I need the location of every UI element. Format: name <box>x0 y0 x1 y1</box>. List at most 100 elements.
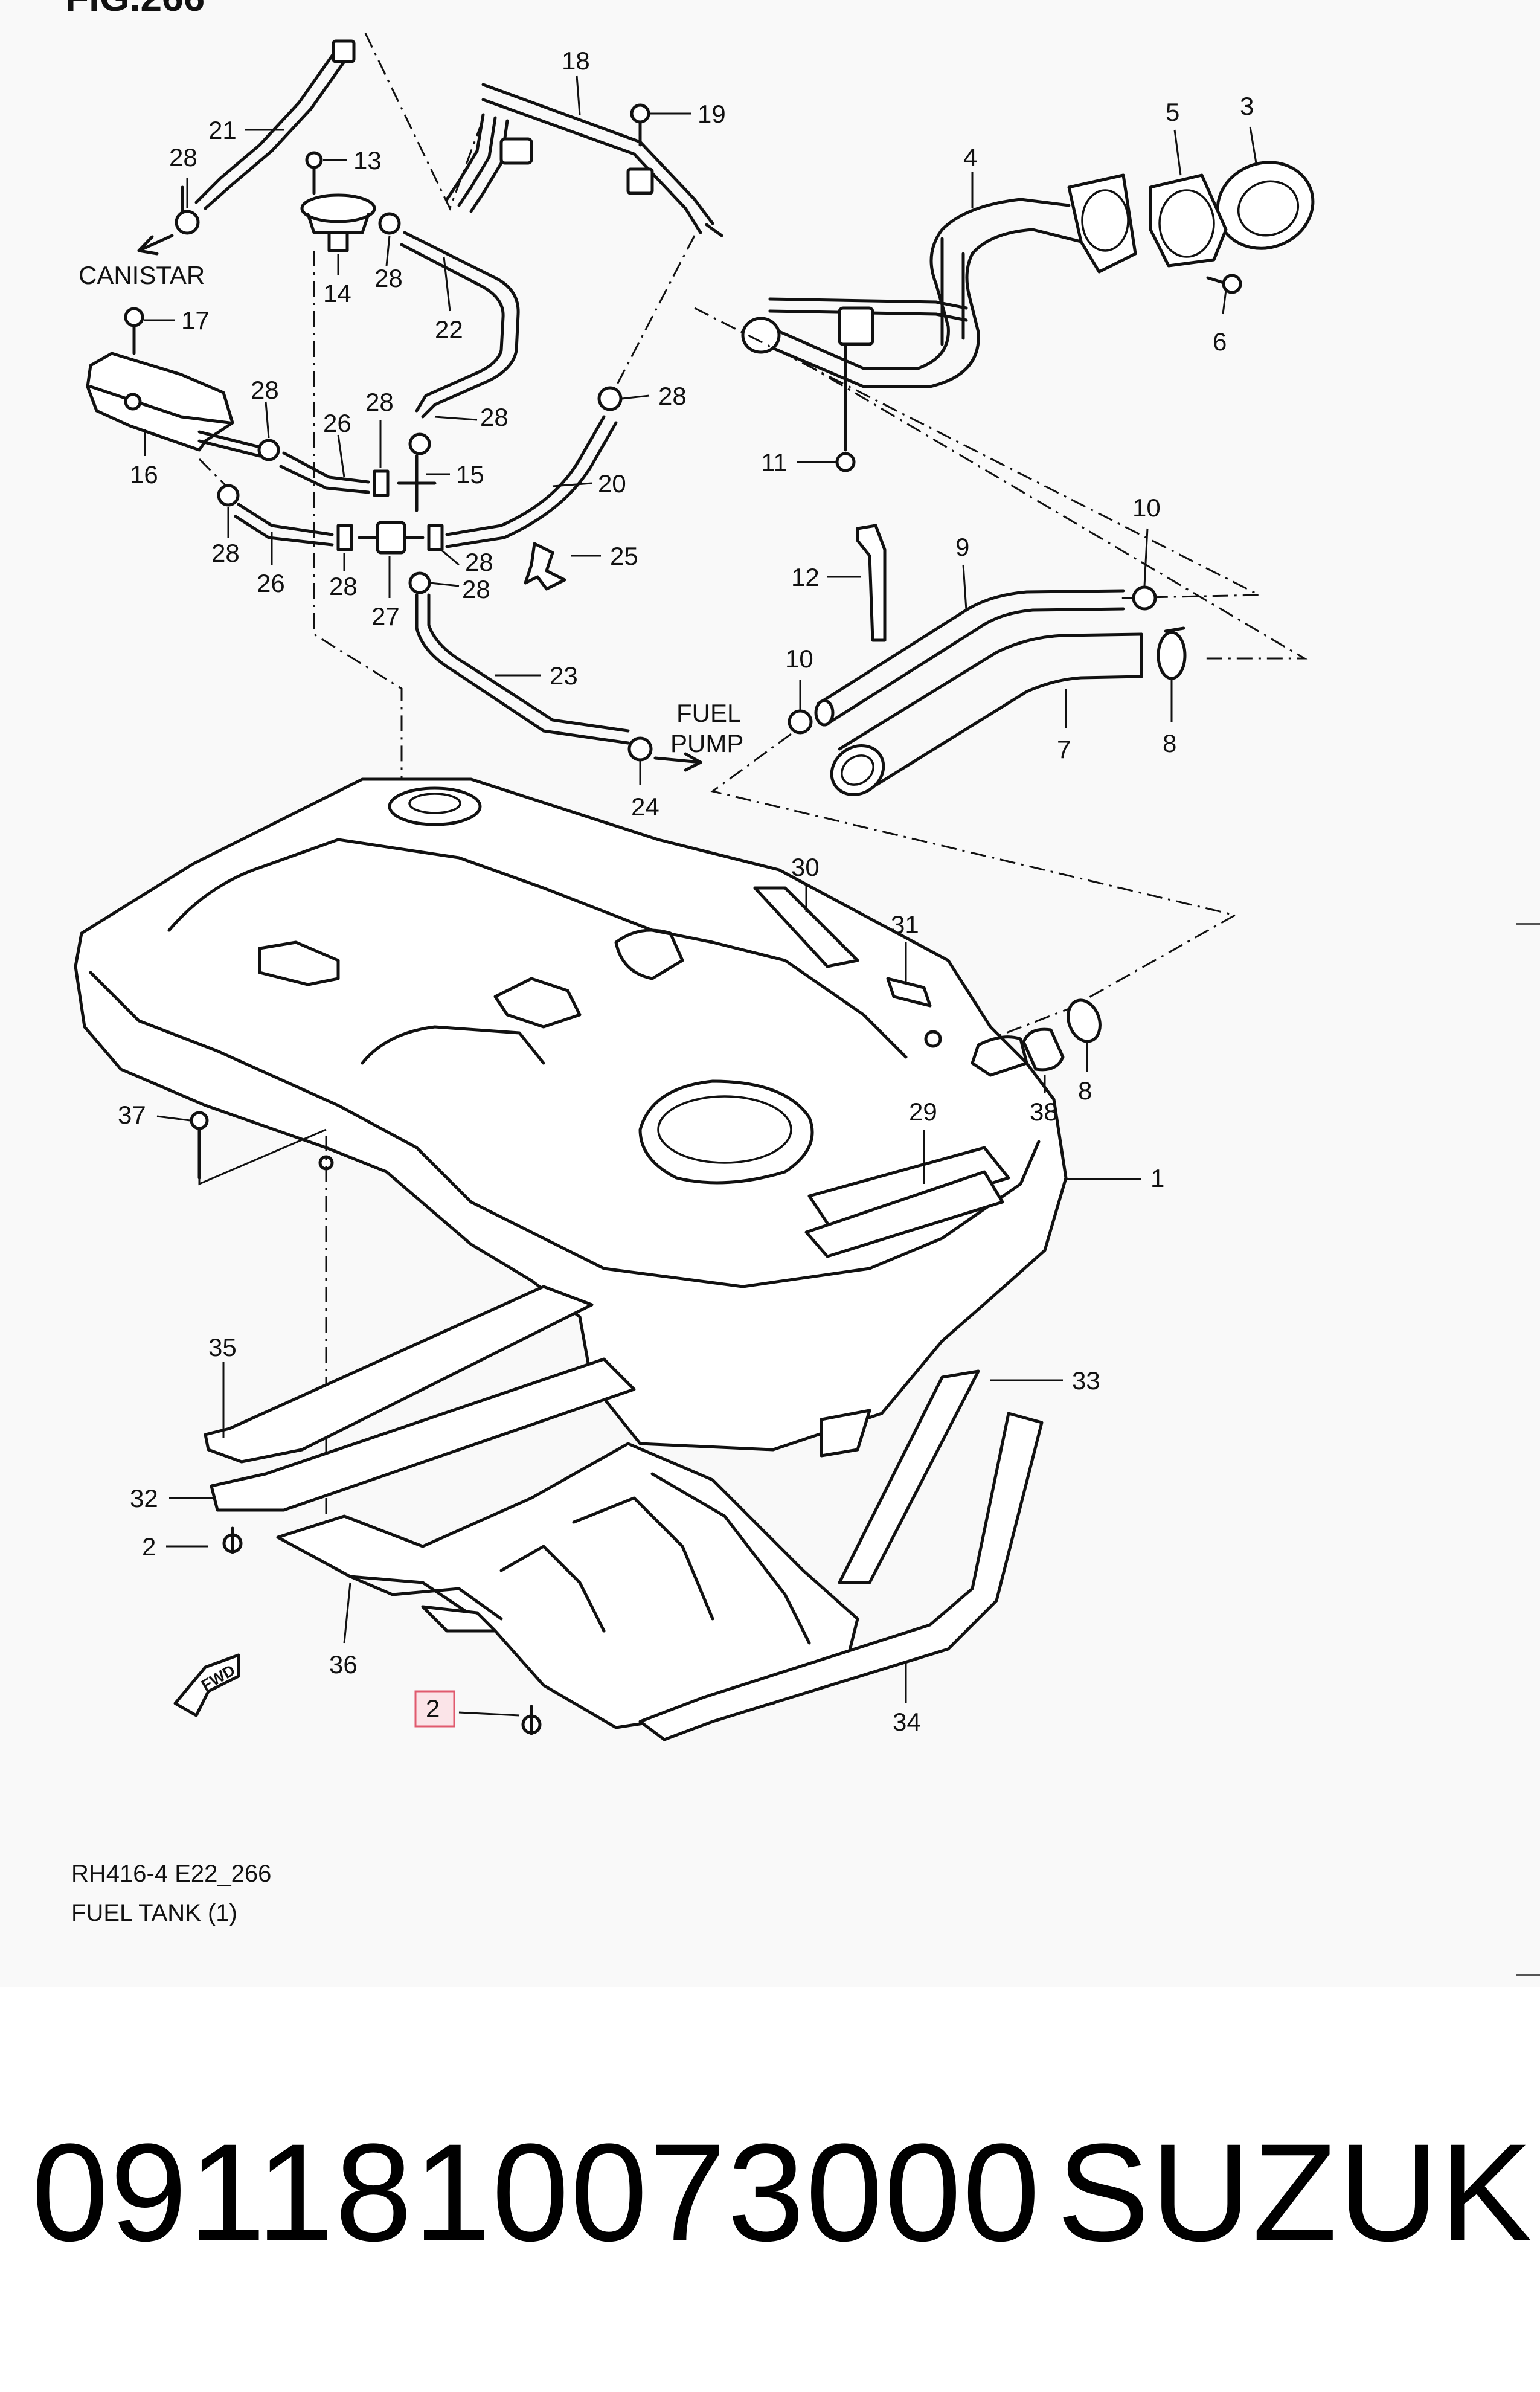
callout-13: 13 <box>353 146 382 175</box>
callout-12: 12 <box>791 563 820 591</box>
callout-28-bottom: 28 <box>462 575 490 603</box>
clamp-10-a <box>1132 585 1157 611</box>
callout-2-highlight-box <box>414 1690 455 1728</box>
fuel-pump-note-line2: PUMP <box>670 729 743 757</box>
clamp-28-a <box>257 439 280 461</box>
bolt-11 <box>835 452 856 472</box>
clip-25 <box>524 542 566 591</box>
callout-28-left: 28 <box>251 376 279 404</box>
clamp-8-upper <box>1157 631 1187 680</box>
callout-2-highlighted: 2 <box>426 1694 440 1723</box>
bolt-19 <box>630 103 650 124</box>
pipe-18-clip <box>626 167 654 195</box>
clamp-28-g <box>408 571 431 594</box>
dash-leader-14-tank <box>313 251 403 797</box>
heat-shield-rib-d <box>650 1472 811 1645</box>
callout-9: 9 <box>955 533 969 561</box>
filler-neck-opening <box>1081 189 1129 252</box>
tank-gauge-opening-inner <box>408 793 461 814</box>
filler-neck-pipe-4 <box>765 198 1071 370</box>
clamp-28-canister <box>175 210 200 235</box>
callout-7: 7 <box>1057 735 1071 764</box>
bolt-37 <box>190 1111 209 1130</box>
leader-28-14 <box>385 235 391 266</box>
callout-19: 19 <box>698 100 726 128</box>
dash-leader-filler-8 <box>803 361 1308 660</box>
callout-28-lower-right: 28 <box>465 548 493 576</box>
clamp-28-e <box>427 524 444 551</box>
pipe-18-d <box>457 116 497 207</box>
leader-28-e <box>440 548 460 566</box>
leader-3 <box>1249 126 1257 164</box>
tank-recess-b <box>614 928 684 980</box>
callout-32: 32 <box>130 1484 158 1513</box>
band-33 <box>838 1369 980 1584</box>
tank-label-plate <box>807 1146 1010 1234</box>
tank-bracket-top <box>258 940 340 986</box>
hose-26-upper-b <box>279 465 370 494</box>
dash-leader-filler-10 <box>694 307 1260 599</box>
dash-leader-28b <box>198 458 228 487</box>
callout-28-near-14: 28 <box>374 264 403 292</box>
valve-14 <box>300 193 376 223</box>
heat-shield-tab <box>421 1605 497 1633</box>
hose-22-inner <box>400 243 505 413</box>
callout-30: 30 <box>791 853 820 881</box>
filler-neck-end <box>741 317 781 354</box>
band-35 <box>204 1285 594 1464</box>
bolt-13 <box>305 151 323 169</box>
dash-leader-18-28 <box>615 235 696 387</box>
leader-28-g <box>429 582 460 587</box>
tank-top-dome <box>361 1025 545 1065</box>
leader-10a <box>1143 528 1149 587</box>
leader-36 <box>343 1582 351 1644</box>
callout-38: 38 <box>1030 1098 1058 1126</box>
leader-6 <box>1222 289 1227 315</box>
callout-17: 17 <box>181 306 210 335</box>
fuel-cap-3 <box>1216 161 1315 250</box>
canister-16-nipple <box>197 430 261 458</box>
callout-37: 37 <box>118 1101 146 1129</box>
dash-leader-21-18 <box>364 33 481 211</box>
hose-26-lower-b <box>234 515 334 547</box>
callout-23: 23 <box>550 661 578 690</box>
clamp-28-d <box>336 524 353 551</box>
strap-12 <box>856 524 887 642</box>
callout-11: 11 <box>761 448 788 477</box>
screw-6-shank <box>1206 276 1225 285</box>
callout-22: 22 <box>435 315 463 344</box>
callout-28-mid: 28 <box>365 388 394 416</box>
fuel-tank-exploded-diagram: FIG.266 <box>65 0 1315 1926</box>
canister-arrow-shaft <box>137 234 174 252</box>
figure-title: FIG.266 <box>65 0 205 19</box>
pad-30 <box>753 886 859 968</box>
hose-22 <box>403 231 520 419</box>
screw-6 <box>1222 274 1242 294</box>
gasket-5-ring <box>1158 189 1215 258</box>
band-33-bracket <box>820 1409 871 1458</box>
hose-21-edge <box>194 50 337 204</box>
brand-name: SUZUKI <box>1057 2115 1540 2270</box>
callout-34: 34 <box>893 1708 921 1736</box>
grommet-38 <box>1022 1027 1065 1072</box>
edge-mark-right <box>1516 923 1540 925</box>
fwd-arrow <box>173 1653 240 1717</box>
fuel-pump-arrow-shaft <box>653 756 702 764</box>
clamp-28-c <box>373 469 390 497</box>
tank-pump-flange <box>638 1079 814 1185</box>
heat-shield-rib-c <box>572 1496 714 1621</box>
callout-28-canister: 28 <box>169 143 197 172</box>
filler-vent-tube <box>768 297 968 310</box>
hose-7-end <box>830 744 885 796</box>
canister-16-hole <box>124 393 142 411</box>
parts-diagram-panel: FIG.266 <box>65 0 1315 1926</box>
hose-26-lower <box>237 503 334 536</box>
callout-25: 25 <box>610 542 638 570</box>
leader-22 <box>443 256 451 312</box>
canister-16-edge <box>89 385 231 425</box>
callout-8-lower: 8 <box>1078 1076 1092 1105</box>
pad-29 <box>804 1170 1004 1258</box>
fuel-pump-arrow-head <box>684 752 702 772</box>
callout-27: 27 <box>371 602 400 631</box>
